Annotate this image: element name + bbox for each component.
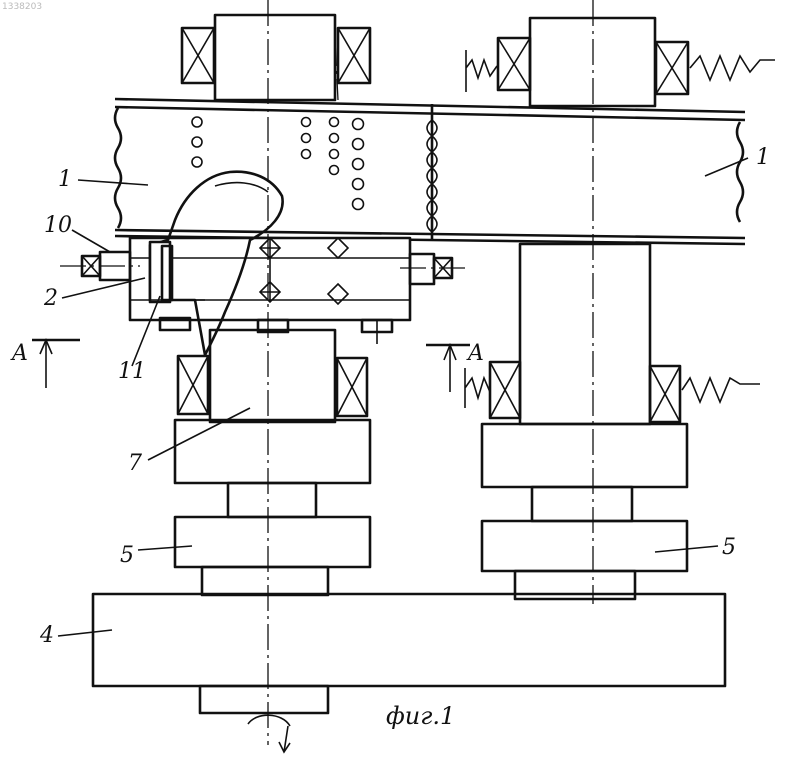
roller-holes bbox=[192, 117, 364, 210]
label-section-a-left: A bbox=[10, 341, 28, 366]
gear-7 bbox=[175, 420, 370, 483]
label-part-7: 7 bbox=[128, 451, 142, 476]
label-part-5-left: 5 bbox=[120, 543, 134, 568]
label-part-10: 10 bbox=[44, 213, 72, 238]
gear-5-right bbox=[482, 521, 687, 599]
base-plate-4 bbox=[93, 594, 725, 713]
section-marker-left bbox=[32, 340, 80, 388]
watermark-text: 1338203 bbox=[2, 2, 42, 12]
gear-5-left bbox=[175, 517, 370, 595]
label-part-11: 11 bbox=[118, 359, 146, 384]
left-lower-column bbox=[178, 330, 367, 422]
right-shaft-column bbox=[465, 244, 760, 424]
gear-right-upper bbox=[482, 424, 687, 487]
label-section-a-right: A bbox=[466, 341, 484, 366]
clamp-block bbox=[60, 238, 470, 344]
label-part-4: 4 bbox=[39, 623, 54, 648]
label-part-5-right: 5 bbox=[722, 535, 736, 560]
label-part-1-left: 1 bbox=[58, 167, 72, 192]
upper-left-shaft-housing bbox=[182, 15, 370, 100]
label-part-1-right: 1 bbox=[756, 145, 770, 170]
roller-beam bbox=[115, 99, 745, 244]
gear-hubs bbox=[228, 483, 632, 521]
section-marker-right bbox=[426, 345, 470, 392]
label-part-2: 2 bbox=[43, 286, 58, 311]
figure-caption: фиг.1 bbox=[386, 702, 455, 730]
rotation-arrow-icon bbox=[248, 715, 290, 752]
upper-springs bbox=[466, 50, 775, 92]
